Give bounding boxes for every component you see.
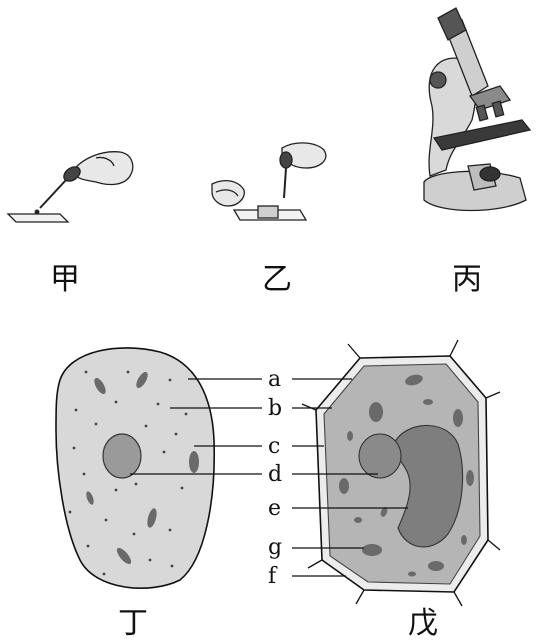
mitochondrion-c: [189, 451, 199, 473]
label-g: g: [268, 535, 282, 560]
mitochondria: [86, 371, 199, 565]
mitochondria: [347, 399, 467, 577]
dropper-hand-icon: [6, 151, 134, 223]
nucleus: [102, 433, 142, 479]
caption-ding: 丁: [118, 606, 148, 641]
caption-wu: 戊: [408, 606, 438, 641]
vacuole: [394, 424, 464, 548]
nucleus: [358, 433, 402, 479]
label-c: c: [268, 434, 280, 459]
leader-lines: [130, 378, 408, 577]
label-d: d: [268, 462, 282, 487]
cell-wall-corners: [301, 339, 501, 607]
animal-cell: [55, 347, 216, 589]
label-e: e: [268, 496, 281, 521]
label-b: b: [268, 396, 282, 421]
part-labels: a b c d e g f: [268, 367, 282, 589]
caption-yi: 乙: [262, 262, 292, 297]
label-f: f: [268, 564, 278, 589]
label-a: a: [268, 367, 281, 392]
microscope-icon: [423, 7, 532, 212]
caption-jia: 甲: [50, 262, 80, 297]
caption-bing: 丙: [452, 262, 482, 297]
cytoplasm-granules: [68, 370, 188, 576]
slide-with-coverslip-icon: [211, 142, 327, 221]
plant-cell: [301, 339, 501, 607]
chloroplast-g: [362, 544, 382, 556]
chloroplasts: [339, 374, 474, 571]
